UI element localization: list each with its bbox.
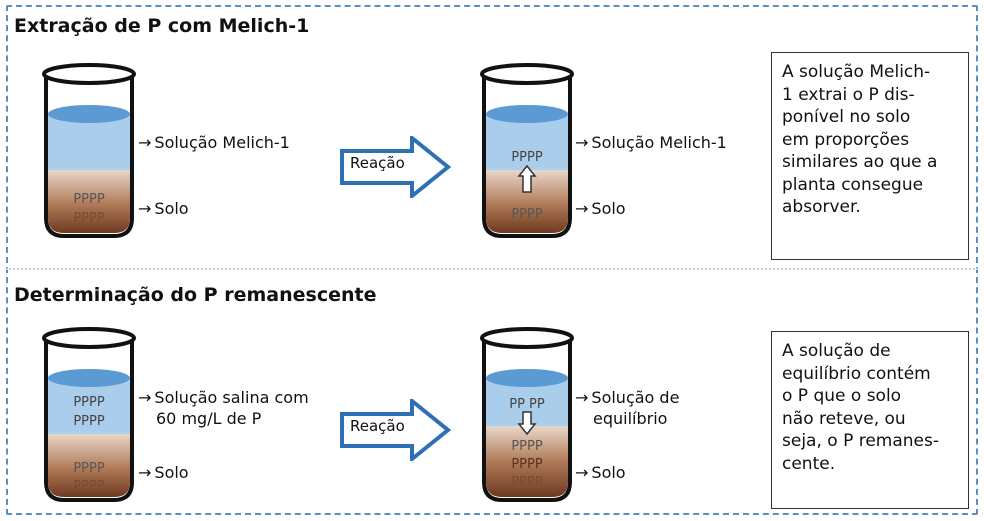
soil-p-row-2: PPPP — [73, 211, 105, 226]
note-line: A solução Melich- — [782, 62, 931, 82]
reaction-arrow-bottom: Reação — [340, 396, 452, 464]
test-tube-equilibrium: PP PP PPPP PPPP PPPP — [480, 327, 574, 502]
note-line: não reteve, ou — [782, 408, 906, 429]
solution-p-row: PPPP — [511, 150, 543, 165]
equilibrium-soil-label: →Solo — [575, 463, 626, 482]
down-arrow-icon — [517, 411, 537, 436]
soil-p-row-1: PPPP — [73, 192, 105, 207]
note-line: ponível no solo — [782, 107, 911, 127]
tube2-solution-label: →Solução Melich-1 — [575, 133, 727, 152]
note-line: A solução de — [782, 341, 891, 361]
soil-p-row: PPPP — [511, 207, 543, 222]
note-line: 1 extrai o P dis- — [782, 84, 915, 105]
test-tube-initial-saline: PPPP PPPP PPPP PPPP — [42, 327, 136, 502]
solution-p-row: PP PP — [509, 397, 545, 412]
saline-soil-label: →Solo — [138, 463, 189, 482]
melich-explanation-box: A solução Melich- 1 extrai o P dis- poní… — [771, 52, 969, 260]
soil-p-row-3: PPPP — [511, 475, 543, 490]
up-arrow-icon — [517, 164, 537, 193]
tube1-soil-label: →Solo — [138, 199, 189, 218]
note-line: equilíbrio contém — [782, 363, 931, 384]
note-line: o P que o solo — [782, 386, 902, 406]
reaction-arrow-top: Reação — [340, 133, 452, 201]
panel-divider — [6, 268, 978, 270]
solution-p-row-1: PPPP — [73, 395, 105, 410]
soil-p-row-2: PPPP — [73, 479, 105, 494]
tube1-solution-label: →Solução Melich-1 — [138, 133, 290, 152]
note-line: absorver. — [782, 197, 861, 217]
remaining-p-explanation-box: A solução de equilíbrio contém o P que o… — [771, 331, 969, 509]
note-line: similares ao que a — [782, 152, 938, 172]
note-line: cente. — [782, 453, 836, 474]
solution-p-row-2: PPPP — [73, 414, 105, 429]
note-line: em proporções — [782, 129, 910, 150]
top-panel-title: Extração de P com Melich-1 — [14, 15, 310, 37]
tube2-soil-label: →Solo — [575, 199, 626, 218]
saline-solution-label: →Solução salina com 60 mg/L de P — [138, 388, 309, 428]
soil-p-row-1: PPPP — [73, 461, 105, 476]
soil-p-row-1: PPPP — [511, 439, 543, 454]
soil-p-row-2: PPPP — [511, 457, 543, 472]
reaction-label: Reação — [350, 154, 405, 172]
test-tube-initial-melich: PPPP PPPP — [42, 63, 136, 238]
bottom-panel-title: Determinação do P remanescente — [14, 284, 377, 306]
note-line: planta consegue — [782, 174, 924, 195]
test-tube-after-melich: PPPP PPPP — [480, 63, 574, 238]
dashed-frame — [6, 5, 978, 515]
equilibrium-solution-label: →Solução de equilíbrio — [575, 388, 680, 428]
reaction-label: Reação — [350, 417, 405, 435]
note-line: seja, o P remanes- — [782, 431, 940, 451]
